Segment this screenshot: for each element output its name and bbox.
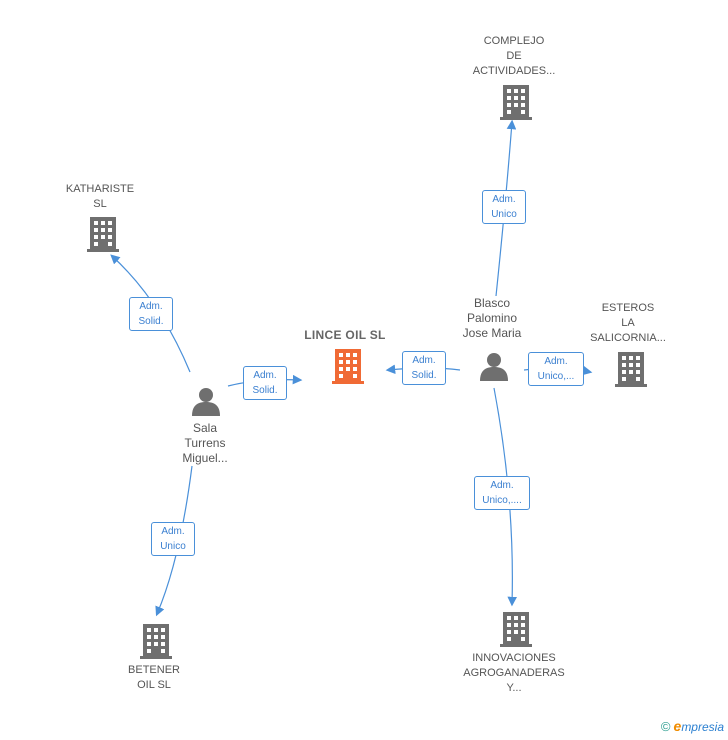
kathariste-building-icon[interactable] (87, 217, 119, 252)
node-blasco-label[interactable]: Blasco Palomino Jose Maria (462, 296, 522, 340)
betener-building-icon[interactable] (140, 624, 172, 659)
complejo-building-icon[interactable] (500, 85, 532, 120)
node-lince-label[interactable]: LINCE OIL SL (304, 328, 386, 342)
esteros-building-icon[interactable] (615, 352, 647, 387)
brand-initial: e (673, 718, 682, 734)
sala-person-icon[interactable] (192, 388, 220, 416)
brand-name: mpresia (681, 720, 724, 734)
edge-label-blasco-esteros: Adm. Unico,... (528, 352, 584, 386)
node-kathariste-label[interactable]: KATHARISTE SL (65, 183, 135, 210)
node-sala-label[interactable]: Sala Turrens Miguel... (182, 421, 228, 465)
node-complejo-label[interactable]: COMPLEJO DE ACTIVIDADES... (472, 35, 556, 77)
node-betener-label[interactable]: BETENER OIL SL (128, 664, 180, 691)
edge-label-sala-kathariste: Adm. Solid. (129, 297, 173, 331)
edge-label-blasco-lince: Adm. Solid. (402, 351, 446, 385)
edge-label-sala-lince: Adm. Solid. (243, 366, 287, 400)
copyright-icon: © (660, 719, 671, 734)
innovaciones-building-icon[interactable] (500, 612, 532, 647)
edge-label-blasco-complejo: Adm. Unico (482, 190, 526, 224)
edge-label-sala-betener: Adm. Unico (151, 522, 195, 556)
node-innovaciones-label[interactable]: INNOVACIONES AGROGANADERAS Y... (463, 652, 565, 694)
lince-building-icon[interactable] (332, 349, 364, 384)
node-esteros-label[interactable]: ESTEROS LA SALICORNIA... (590, 302, 666, 344)
edge-label-blasco-innovaciones: Adm. Unico,.... (474, 476, 530, 510)
empresia-brand[interactable]: ©empresia (661, 718, 724, 734)
blasco-person-icon[interactable] (480, 353, 508, 381)
